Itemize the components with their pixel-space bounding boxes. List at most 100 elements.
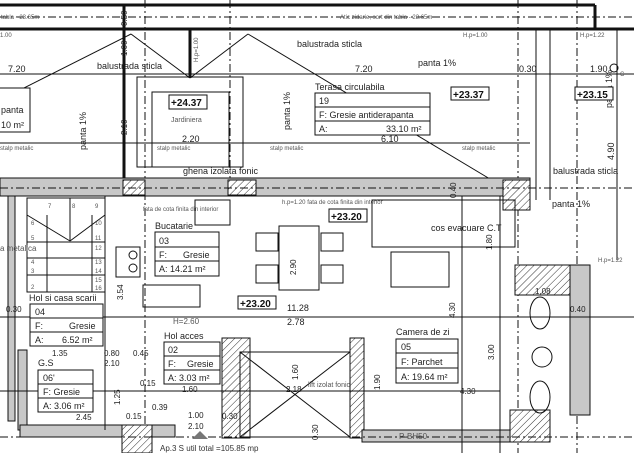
dimension: 2.10 xyxy=(120,119,129,135)
dimension: 4.30 xyxy=(448,302,457,318)
room-number: 06' xyxy=(43,373,55,383)
dimension: 0.40 xyxy=(570,305,586,314)
dimension: 2.10 xyxy=(104,359,120,368)
dimension: 2.90 xyxy=(289,259,298,275)
stair-number: 15 xyxy=(95,278,102,284)
stalp-label: stalp metalic xyxy=(270,146,303,152)
room-tag-hol-acces: Hol acces 02 F: Gresie A: 3.03 m² xyxy=(163,331,221,385)
room-number: 04 xyxy=(35,307,45,317)
room-tag-gs: G.S 06' F: Gresie A: 3.06 m² xyxy=(37,358,94,413)
dimension: 4.90 xyxy=(606,142,616,160)
room-name: Bucatarie xyxy=(155,221,193,231)
slope-label: panta 1% xyxy=(552,199,590,209)
stair-number: 3 xyxy=(31,269,35,275)
room-floor-label: F: xyxy=(168,359,176,369)
dimension: 7.20 xyxy=(355,64,373,74)
room-area: 6.52 m² xyxy=(62,335,93,345)
stair-number: 9 xyxy=(95,204,99,210)
dimension: 2.45 xyxy=(76,413,92,422)
room-tag-hol-scari: Hol si casa scarii 04 F: Gresie A: 6.52 … xyxy=(29,293,104,347)
room-name: Terasa circulabila xyxy=(315,82,385,92)
hp-label: H.p=1.00 xyxy=(463,33,488,39)
room-area-label: A: xyxy=(35,335,44,345)
room-area: A: 3.06 m² xyxy=(43,401,85,411)
room-area: A: 14.21 m² xyxy=(159,264,206,274)
dimension: 1.60 xyxy=(182,385,198,394)
balustrada-label: balustrada sticla xyxy=(553,166,618,176)
balustrada-label: balustrada sticla xyxy=(97,61,162,71)
furniture xyxy=(115,199,553,414)
room-tag-text: panta xyxy=(1,105,24,115)
dimension: 1.35 xyxy=(52,349,68,358)
ghena-label: ghena izolata fonic xyxy=(183,166,259,176)
dimensions: 11.28 2.78 2.90 1.80 0.40 0.40 1.08 4.30… xyxy=(6,182,586,440)
stove-icon xyxy=(115,246,141,278)
coffee-table xyxy=(390,251,450,288)
room-number: 19 xyxy=(319,96,329,106)
walls xyxy=(0,177,634,453)
hp-label: 1.00 xyxy=(0,33,12,39)
room-floor: F: Gresie antiderapanta xyxy=(319,110,414,120)
dimension: 0.30 xyxy=(519,64,537,74)
dimension: 1.90 xyxy=(373,374,382,390)
room-tag-terasa: Terasa circulabila 19 F: Gresie antidera… xyxy=(314,82,431,136)
stairs xyxy=(26,197,106,293)
note: h.p=1.20 fata de cota finita din interio… xyxy=(282,200,383,206)
dimension: 0.39 xyxy=(152,403,168,412)
room-name: Camera de zi xyxy=(396,327,450,337)
room-floor: Gresie xyxy=(69,321,96,331)
dimension: 0.15 xyxy=(140,379,156,388)
room-name: G.S xyxy=(38,358,54,368)
dimension: 11.28 xyxy=(287,303,309,313)
dimension: 1.00 xyxy=(188,411,204,420)
stair-number: 8 xyxy=(72,204,76,210)
entrance-arrow-icon xyxy=(192,431,208,439)
room-area: A: 3.03 m² xyxy=(168,373,210,383)
dimension: 0.80 xyxy=(104,349,120,358)
dimension: 4.30 xyxy=(460,387,476,396)
note: fata de cota finita din interior xyxy=(143,207,218,213)
dimension: 0.30 xyxy=(311,424,320,440)
dimension: 0.30 xyxy=(6,305,22,314)
hp-label: H.p=1.22 xyxy=(580,33,605,39)
stalp-label: stalp metalic xyxy=(462,146,495,152)
room-floor: Gresie xyxy=(183,250,210,260)
stair-number: 2 xyxy=(31,285,35,291)
dimension: 2.20 xyxy=(182,134,200,144)
lift-label: lift izolat fonic xyxy=(308,382,351,389)
stair-number: 11 xyxy=(95,236,102,242)
jardiniera-label: Jardiniera xyxy=(171,117,202,124)
stair-numbers: 2 3 4 5 6 7 8 9 10 11 12 13 14 15 16 xyxy=(31,204,102,292)
dimension: 1.80 xyxy=(485,234,494,250)
stalp-label: stalp metalic xyxy=(157,146,190,152)
hp-label: H.p=1.22 xyxy=(598,258,623,264)
dimension: 3.54 xyxy=(116,284,125,300)
dining-table xyxy=(278,225,320,291)
room-area-label: A: xyxy=(319,124,328,134)
room-number: 05 xyxy=(401,342,411,352)
room-floor: Gresie xyxy=(187,359,214,369)
dimension: 1.90 xyxy=(590,64,608,74)
dimension: 2.78 xyxy=(287,317,305,327)
slope-label: panta 1% xyxy=(282,92,292,130)
level-marker: +23.15 xyxy=(577,90,608,101)
room-floor-label: F: xyxy=(159,250,167,260)
dimension: 1.00 xyxy=(120,40,129,56)
dimension: 1.60 xyxy=(291,364,300,380)
note: H=2.60 xyxy=(173,317,200,326)
attic-label-left: tabla - 23.65m xyxy=(1,15,39,21)
stair-number: 14 xyxy=(95,269,102,275)
column-marker-icon xyxy=(609,63,619,73)
room-floor-label: F: xyxy=(35,321,43,331)
dimension: 0.15 xyxy=(126,412,142,421)
room-tag-text: 10 m² xyxy=(1,120,24,130)
note: cos evacuare C.T xyxy=(431,223,502,233)
level-marker: +24.37 xyxy=(171,98,202,109)
dimension: 2.10 xyxy=(188,422,204,431)
room-floor: F: Parchet xyxy=(401,357,443,367)
stair-number: 6 xyxy=(31,221,35,227)
room-area: A: 19.64 m² xyxy=(401,372,448,382)
room-tag-camera: Camera de zi 05 F: Parchet A: 19.64 m² xyxy=(395,327,459,384)
